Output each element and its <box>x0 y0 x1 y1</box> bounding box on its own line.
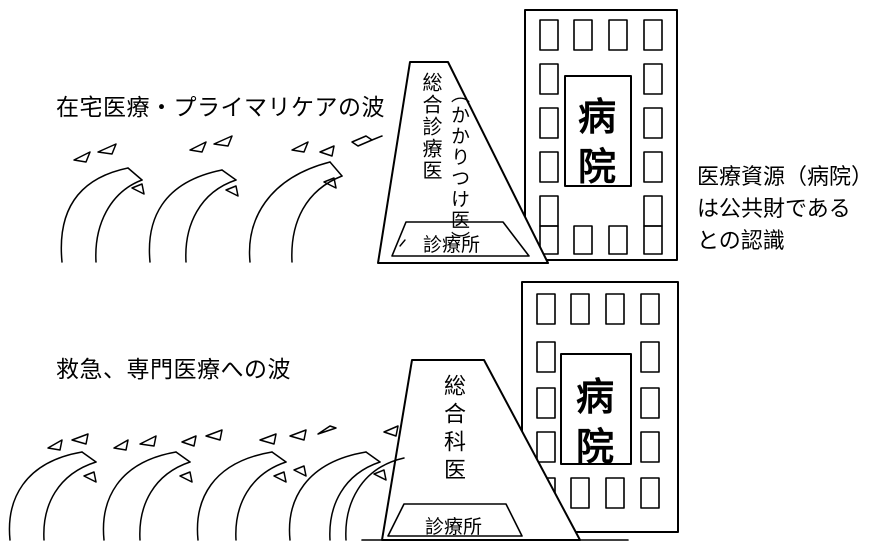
top-physician-sublabel: （かかりつけ医） <box>448 84 470 252</box>
top-hospital-windows <box>539 19 663 255</box>
top-hospital-sign <box>564 75 632 187</box>
bottom-waves <box>8 425 405 541</box>
bottom-physician-seawall <box>361 359 629 541</box>
top-physician-seawall <box>377 61 549 264</box>
bottom-hospital-sign <box>560 353 632 465</box>
top-wave-label: 在宅医療・プライマリケアの波 <box>56 95 385 121</box>
bottom-hospital-char-1: 病 <box>576 375 615 419</box>
top-hospital-char-1: 病 <box>578 95 617 139</box>
top-clinic-label: 診療所 <box>423 234 481 256</box>
top-hospital-building <box>524 9 678 261</box>
top-waves <box>60 135 383 263</box>
bottom-hospital-char-2: 院 <box>576 425 615 469</box>
top-note-line-2: は公共財である <box>697 197 851 222</box>
bottom-hospital-building <box>521 281 679 533</box>
top-note-line-1: 医療資源（病院） <box>697 165 874 190</box>
bottom-wave-label: 救急、専門医療への波 <box>56 357 291 383</box>
bottom-clinic-label: 診療所 <box>425 516 483 538</box>
top-hospital-char-2: 院 <box>578 145 617 189</box>
bottom-physician-label: 総合科医 <box>440 374 465 486</box>
bottom-hospital-windows <box>536 293 660 509</box>
top-note-line-3: との認識 <box>697 229 785 254</box>
top-physician-label: 総合診療医 <box>419 72 443 182</box>
